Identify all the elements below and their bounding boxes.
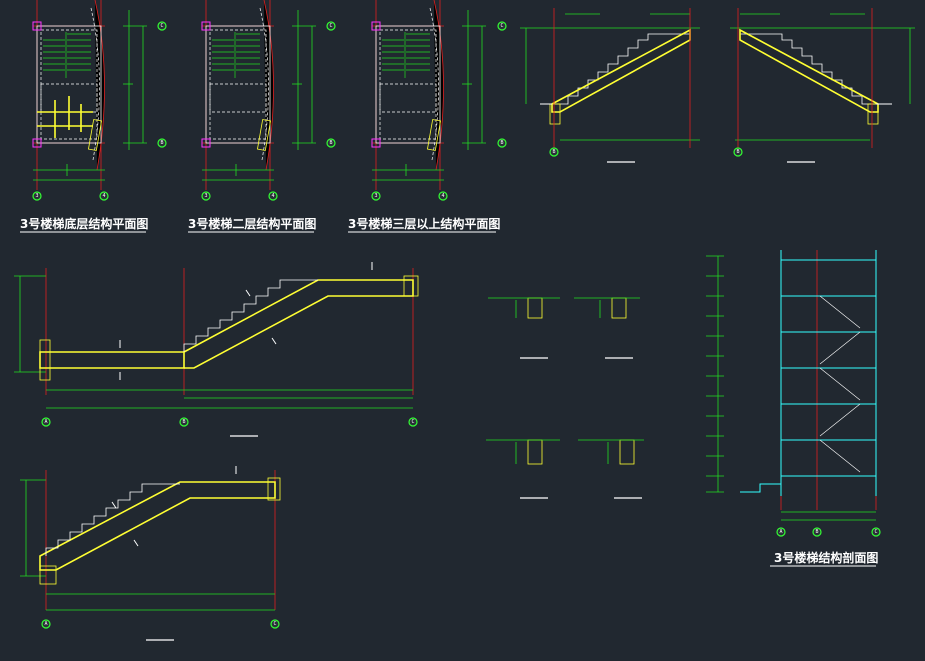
plan2-axis-3: 3 bbox=[201, 191, 211, 201]
svg-text:B: B bbox=[815, 529, 818, 535]
short-elev-axis-c: C bbox=[270, 619, 280, 629]
svg-text:C: C bbox=[329, 23, 332, 29]
svg-text:C: C bbox=[500, 23, 503, 29]
plan-second-floor bbox=[201, 0, 317, 191]
plan3-axis-c: C bbox=[497, 21, 507, 31]
beam-detail-2 bbox=[574, 297, 640, 359]
plan3-axis-4: 4 bbox=[438, 191, 448, 201]
title-plan-ground: 3号楼梯底层结构平面图 bbox=[20, 216, 148, 231]
svg-text:C: C bbox=[874, 529, 877, 535]
plan3-axis-3: 3 bbox=[371, 191, 381, 201]
svg-text:4: 4 bbox=[102, 193, 105, 199]
title-plan-third-up: 3号楼梯三层以上结构平面图 bbox=[348, 216, 500, 231]
svg-text:4: 4 bbox=[441, 193, 444, 199]
plan1-axis-4: 4 bbox=[99, 191, 109, 201]
svg-text:3: 3 bbox=[35, 193, 38, 199]
section-axis-b: B bbox=[812, 527, 822, 537]
stair-flight-up-right bbox=[520, 8, 700, 148]
long-elev-axis-a: A bbox=[41, 417, 51, 427]
svg-text:B: B bbox=[500, 140, 503, 146]
plan1-axis-c: C bbox=[157, 21, 167, 31]
stair-elevation-short bbox=[20, 466, 281, 611]
elev-top2-axis: B bbox=[733, 147, 743, 157]
svg-text:A: A bbox=[779, 529, 782, 535]
svg-text:B: B bbox=[182, 419, 185, 425]
plan2-axis-4: 4 bbox=[268, 191, 278, 201]
svg-text:C: C bbox=[273, 621, 276, 627]
long-elev-axis-b: B bbox=[179, 417, 189, 427]
svg-text:B: B bbox=[160, 140, 163, 146]
svg-text:A: A bbox=[44, 621, 47, 627]
section-axis-a: A bbox=[776, 527, 786, 537]
long-elev-axis-c: C bbox=[408, 417, 418, 427]
svg-text:C: C bbox=[411, 419, 414, 425]
svg-text:A: A bbox=[44, 419, 47, 425]
beam-detail-4 bbox=[578, 439, 644, 499]
beam-detail-1 bbox=[488, 297, 560, 359]
plan-ground-floor bbox=[32, 0, 148, 191]
beam-detail-3 bbox=[486, 439, 560, 499]
plan3-axis-b: B bbox=[497, 138, 507, 148]
svg-text:C: C bbox=[160, 23, 163, 29]
svg-text:3: 3 bbox=[204, 193, 207, 199]
elev-top1-axis: B bbox=[549, 147, 559, 157]
svg-text:B: B bbox=[329, 140, 332, 146]
plan1-axis-b: B bbox=[157, 138, 167, 148]
title-section: 3号楼梯结构剖面图 bbox=[774, 550, 878, 565]
plan2-axis-c: C bbox=[326, 21, 336, 31]
section-axis-c: C bbox=[871, 527, 881, 537]
svg-text:4: 4 bbox=[271, 193, 274, 199]
plan1-axis-3: 3 bbox=[32, 191, 42, 201]
svg-text:B: B bbox=[736, 149, 739, 155]
plan-third-floor-up bbox=[371, 0, 487, 191]
stair-elevation-long bbox=[14, 262, 419, 409]
svg-text:3: 3 bbox=[374, 193, 377, 199]
short-elev-axis-a: A bbox=[41, 619, 51, 629]
svg-text:B: B bbox=[552, 149, 555, 155]
elevation-marks-column bbox=[706, 255, 724, 493]
title-plan-second: 3号楼梯二层结构平面图 bbox=[188, 216, 316, 231]
plan2-axis-b: B bbox=[326, 138, 336, 148]
stair-flight-down-right bbox=[730, 8, 915, 148]
building-section bbox=[740, 250, 877, 521]
